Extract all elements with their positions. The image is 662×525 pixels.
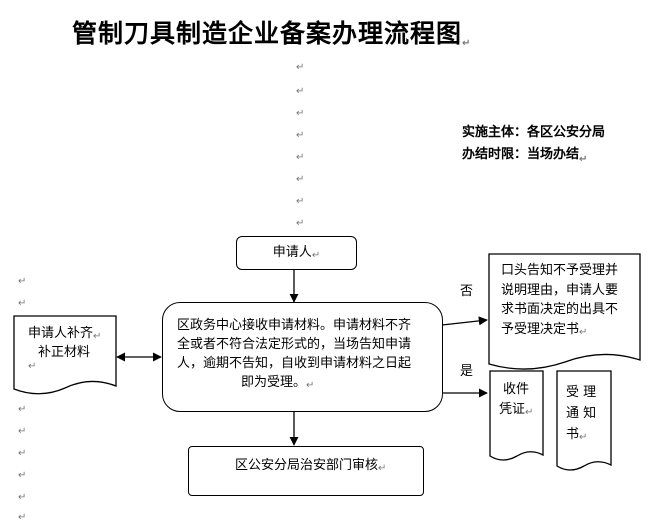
edge-label-no: 否 [460,284,474,299]
paragraph-mark: ↵ [18,470,27,481]
center-text-line: 区政务中心接收申请材料。申请材料不齐 [177,318,412,333]
paragraph-mark: ↵ [18,492,27,503]
paragraph-mark: ↵ [296,152,305,163]
paragraph-mark: ↵ [579,154,588,165]
diagram-title: 管制刀具制造企业备案办理流程图↵ [72,19,472,49]
arrow-center-to-reject [441,316,488,326]
implementer-info: 实施主体：各区公安分局 [462,125,606,140]
review-node: 区公安分局治安部门审核↵ [188,446,424,496]
paragraph-mark: ↵ [296,62,305,73]
paragraph-mark: ↵ [28,361,37,372]
accept-notice-node: 受 理 通 知 书↵ [566,385,597,443]
paragraph-mark: ↵ [296,218,305,229]
receipt-doc-shape [489,370,544,461]
paragraph-mark: ↵ [18,426,27,437]
center-text-line: 全或者不符合法定形式的，当场告知申请 [177,337,412,352]
paragraph-mark: ↵ [93,331,102,342]
paragraph-mark: ↵ [296,174,305,185]
paragraph-mark: ↵ [306,380,315,391]
paragraph-mark: ↵ [579,432,588,443]
reject-node: 口头告知不予受理并 说明理由，申请人要 求书面决定的出具不 予受理决定书↵ [501,263,619,338]
center-receive-node: 区政务中心接收申请材料。申请材料不齐 全或者不符合法定形式的，当场告知申请 人，… [162,302,443,412]
paragraph-mark: ↵ [18,448,27,459]
applicant-node: 申请人↵ [236,236,357,270]
accept-doc-shape [556,370,612,471]
paragraph-mark: ↵ [296,196,305,207]
center-text-line: 即为受理。↵ [241,375,315,391]
paragraph-mark: ↵ [296,86,305,97]
reject-doc-shape [488,253,641,370]
receipt-node: 收件 凭证↵ [499,382,534,418]
center-text-line: 人，逾期不告知，自收到申请材料之日起 [177,356,412,371]
paragraph-mark: ↵ [525,407,534,418]
paragraph-mark: ↵ [18,276,27,287]
paragraph-mark: ↵ [378,463,387,474]
supplement-node: 申请人补齐↵ 补正材料 ↵ [28,326,102,372]
supplement-doc-shape [13,315,117,395]
paragraph-mark: ↵ [18,298,27,309]
paragraph-mark: ↵ [579,326,588,338]
paragraph-mark: ↵ [296,130,305,141]
paragraph-mark: ↵ [311,250,321,261]
paragraph-mark: ↵ [18,512,27,523]
paragraph-mark: ↵ [462,38,472,49]
paragraph-mark: ↵ [18,404,27,415]
paragraph-mark: ↵ [296,108,305,119]
edge-label-yes: 是 [460,364,474,379]
time-limit-info: 办结时限：当场办结↵ [462,147,588,165]
